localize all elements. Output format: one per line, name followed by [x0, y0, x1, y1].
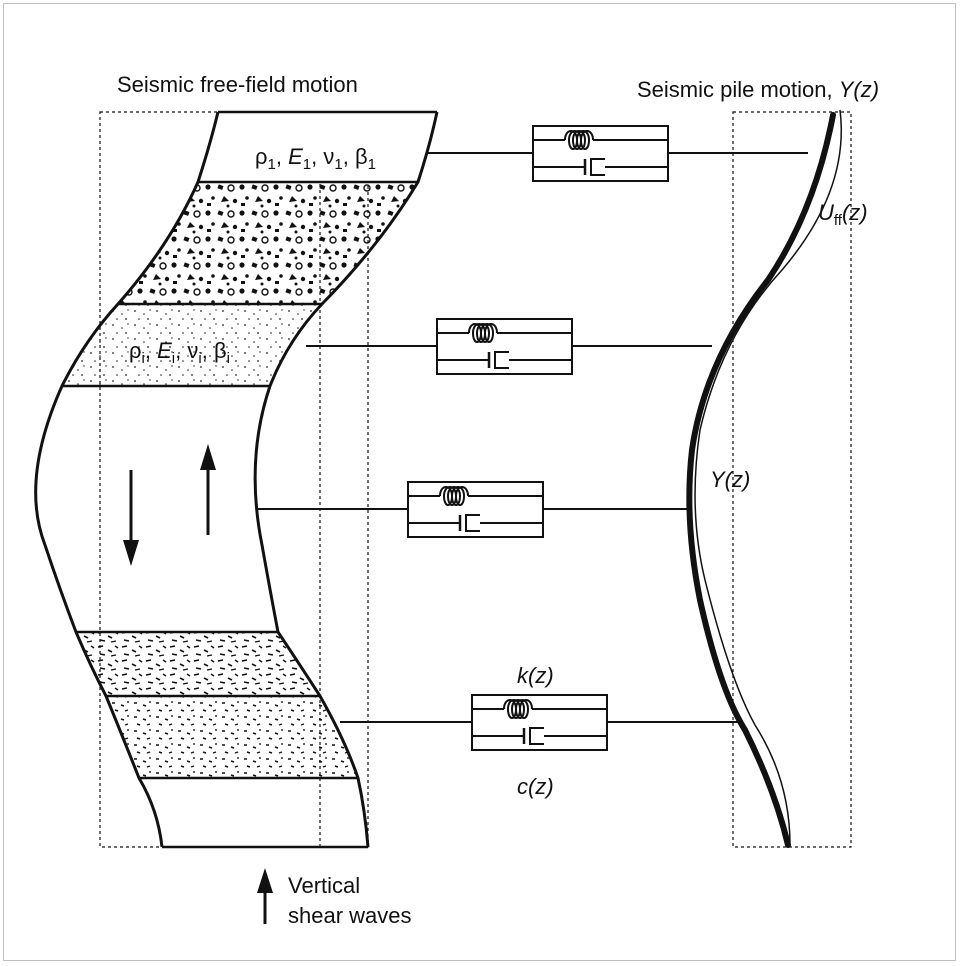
shear-down-arrow	[123, 470, 139, 566]
layer-top	[198, 112, 437, 182]
pile-motion-title: Seismic pile motion, Y(z)	[637, 77, 879, 102]
spring-stiffness-label: k(z)	[517, 663, 554, 688]
layer-i	[62, 304, 322, 386]
spring-dashpot-1	[532, 125, 669, 182]
layer-sand-1	[76, 632, 320, 696]
vertical-label: Vertical	[288, 873, 360, 898]
pile-motion-curve	[686, 112, 836, 848]
uff-label: Uff(z)	[818, 200, 868, 229]
figure-border	[3, 3, 956, 961]
pile-displacement-label: Y(z)	[710, 467, 750, 492]
dashpot-damping-label: c(z)	[517, 774, 554, 799]
free-field-motion-curve	[694, 109, 843, 846]
layer-sand-2	[106, 696, 358, 778]
layer-top-properties: ρ1, E1, ν1, β1	[255, 144, 376, 173]
spring-dashpot-2	[436, 318, 573, 375]
pile-reference-frame	[732, 111, 852, 848]
shear-waves-label: shear waves	[288, 903, 412, 928]
shear-up-arrow	[200, 444, 216, 535]
layer-i-properties: ρi, Ei, νi, βi	[129, 338, 230, 367]
vertical-shear-wave-arrow	[257, 868, 273, 924]
spring-dashpot-4	[471, 694, 608, 751]
soil-right-boundary	[253, 111, 439, 848]
spring-dashpot-3	[407, 481, 544, 538]
free-field-title: Seismic free-field motion	[117, 72, 358, 97]
layer-gravel	[118, 182, 418, 304]
soil-left-boundary	[34, 111, 220, 848]
